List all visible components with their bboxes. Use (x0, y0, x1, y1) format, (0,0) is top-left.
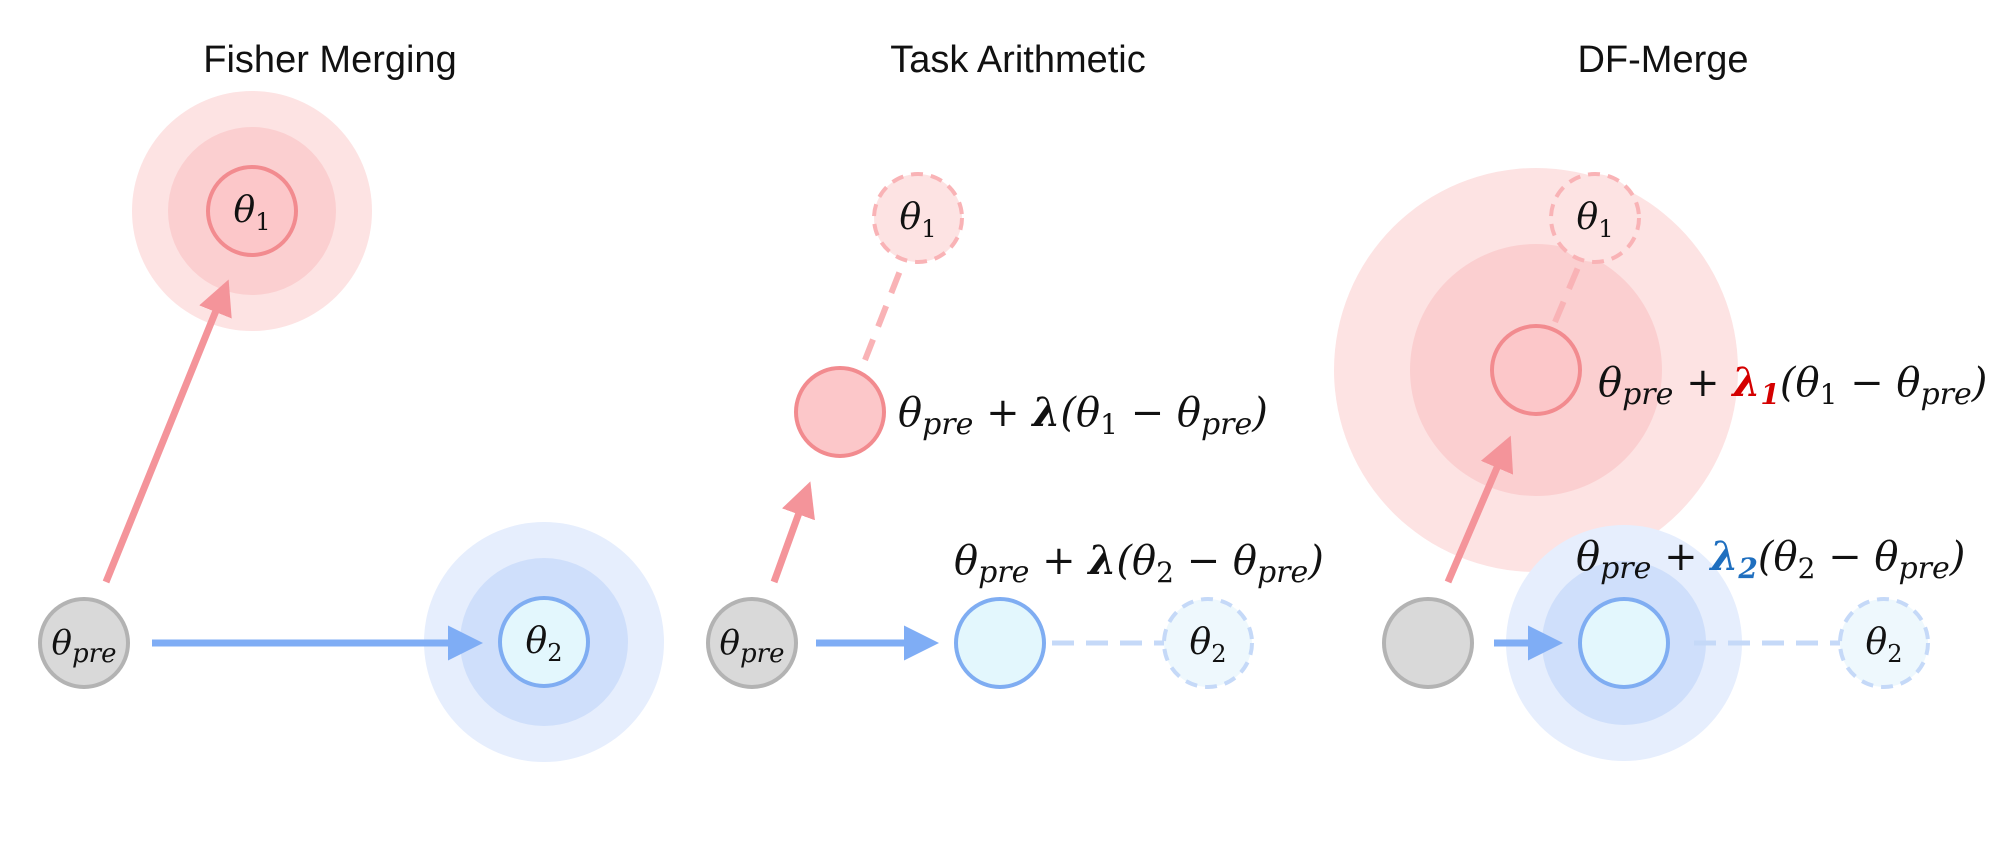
panel-task-arithmetic: Task Arithmetic θ1 θ2 θpre θpre + λ(θ1 −… (706, 39, 1324, 689)
formula-merged-1: θpre + λ(θ1 − θpre) (898, 389, 1268, 442)
node-circle (206, 165, 298, 257)
arrow-to-merged-1 (770, 481, 815, 584)
panel-df-merge: DF-Merge θ1 θ2 θpre + λ1(θ1 − θpre) (1334, 39, 1987, 761)
formula-merged-1: θpre + λ1(θ1 − θpre) (1598, 359, 1987, 412)
theta-1-node: θ1 (872, 172, 964, 264)
node-circle (872, 172, 964, 264)
node-label: θ2 (1866, 622, 1903, 668)
node-label: θ2 (526, 621, 563, 667)
node-circle (1549, 172, 1641, 264)
dashed-link-theta-1 (862, 256, 908, 362)
node-circle (498, 596, 590, 688)
panel-title: Task Arithmetic (890, 39, 1146, 81)
node-label: θ1 (234, 190, 271, 236)
theta-pre-node: θpre (706, 597, 798, 689)
node-circle (1162, 597, 1254, 689)
theta-2-node: θ2 (1838, 597, 1930, 689)
theta-pre-node (1382, 597, 1474, 689)
node-label: θ2 (1190, 622, 1227, 668)
node-circle (706, 597, 798, 689)
theta-2-node: θ2 (424, 522, 664, 762)
node-label: θ1 (1577, 197, 1614, 243)
panel-title: Fisher Merging (203, 39, 456, 81)
theta-1-node: θ1 (1549, 172, 1641, 264)
merged-node-1 (794, 366, 886, 458)
arrow-to-theta-1 (102, 279, 232, 584)
dashed-link-theta-1 (1552, 256, 1585, 324)
panel-title: DF-Merge (1577, 39, 1748, 81)
merged-node-2 (1578, 597, 1670, 689)
formula-merged-2: θpre + λ2(θ2 − θpre) (1576, 533, 1965, 586)
node-label: θpre (52, 623, 117, 669)
panel-fisher-merging: Fisher Merging θ1 θ2 θpre (38, 39, 664, 762)
arrow-to-merged-1 (1444, 435, 1514, 584)
node-label: θpre (720, 623, 785, 669)
theta-1-node: θ1 (132, 91, 372, 331)
theta-pre-node: θpre (38, 597, 130, 689)
formula-merged-2: θpre + λ(θ2 − θpre) (954, 537, 1324, 590)
node-circle (1838, 597, 1930, 689)
node-circle (38, 597, 130, 689)
theta-2-node: θ2 (1162, 597, 1254, 689)
merged-node-1 (1490, 324, 1582, 416)
node-label: θ1 (900, 197, 937, 243)
merged-node-2 (954, 597, 1046, 689)
